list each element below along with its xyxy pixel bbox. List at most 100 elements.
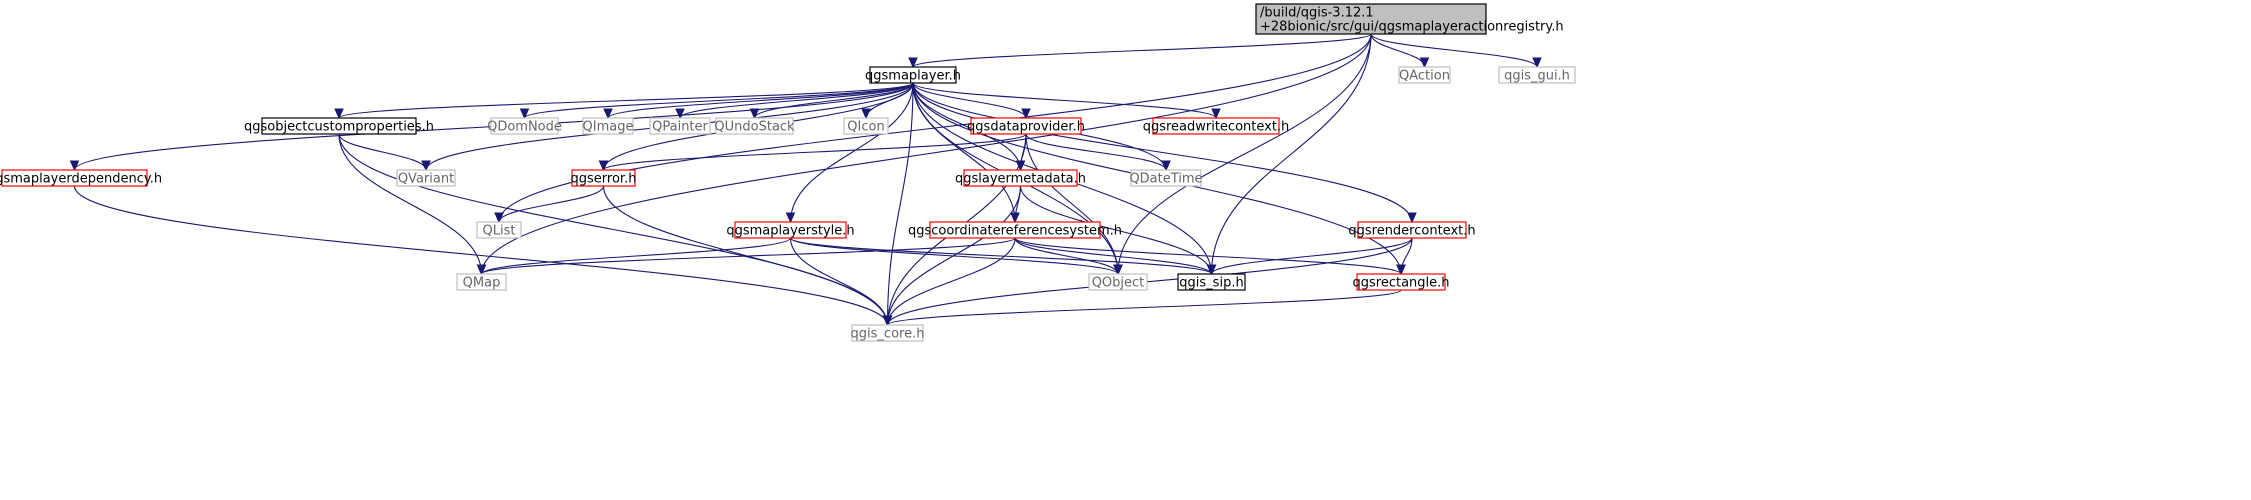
edge-qgsmaplayer-to-qgis_core xyxy=(886,82,914,326)
node-qgis_core[interactable]: qgis_core.h xyxy=(851,324,925,342)
arrowhead-qgsmaplayer-to-QImage xyxy=(603,108,613,120)
node-qgis_gui[interactable]: qgis_gui.h xyxy=(1498,66,1576,84)
node-QAction[interactable]: QAction xyxy=(1398,66,1451,84)
node-box-QList xyxy=(476,221,522,239)
edge-qgsmaplayer-to-QDomNode xyxy=(523,82,914,119)
node-box-QVariant xyxy=(396,169,456,187)
edge-qgsmaplayer-to-qgslayermetadata xyxy=(912,82,1022,171)
node-qgsrectangle[interactable]: qgsrectangle.h xyxy=(1352,273,1450,291)
edge-qgsmaplayer-to-QPainter xyxy=(679,82,914,119)
edge-qgsmaplayerstyle-to-QMap xyxy=(480,237,792,275)
arrowhead-qgsmaplayer-to-QDomNode xyxy=(519,108,530,120)
node-box-qgsmaplayer xyxy=(869,66,957,84)
arrowhead-qgsrectangle-to-qgis_core xyxy=(882,315,893,327)
arrowhead-qgsmaplayer-to-qgsreadwritecontext xyxy=(1211,108,1221,120)
node-qgslayermetadata[interactable]: qgslayermetadata.h xyxy=(955,169,1086,187)
arrowhead-root-to-QAction xyxy=(1419,57,1430,69)
arrowhead-qgslayermetadata-to-qgscoordinatereferencesystem xyxy=(1010,212,1020,224)
node-QUndoStack[interactable]: QUndoStack xyxy=(714,117,795,135)
node-box-qgscoordinatereferencesystem xyxy=(929,221,1101,239)
node-label-QDateTime: QDateTime xyxy=(1129,172,1202,187)
node-label-qgsmaplayerstyle: qgsmaplayerstyle.h xyxy=(726,224,854,239)
node-qgsrendercontext[interactable]: qgsrendercontext.h xyxy=(1348,221,1476,239)
node-label-qgis_gui: qgis_gui.h xyxy=(1504,69,1570,84)
node-label-qgsrendercontext: qgsrendercontext.h xyxy=(1348,224,1475,239)
edge-qgserror-to-QList xyxy=(498,185,605,223)
arrowhead-root-to-qgsmaplayer xyxy=(908,57,918,69)
node-qgsreadwritecontext[interactable]: qgsreadwritecontext.h xyxy=(1143,117,1290,135)
node-label-QDomNode: QDomNode xyxy=(487,120,562,135)
edge-qgsmaplayer-to-qgsrendercontext xyxy=(912,82,1413,223)
node-label-qgslayermetadata: qgslayermetadata.h xyxy=(955,172,1086,187)
node-label-qgscoordinatereferencesystem: qgscoordinatereferencesystem.h xyxy=(908,224,1122,239)
node-box-qgserror xyxy=(571,169,636,187)
node-qgserror[interactable]: qgserror.h xyxy=(571,169,637,187)
arrowhead-root-to-qgis_gui xyxy=(1532,57,1542,69)
node-qgsmaplayer[interactable]: qgsmaplayer.h xyxy=(865,66,961,84)
node-QPainter[interactable]: QPainter xyxy=(649,117,711,135)
node-label-root: /build/qgis-3.12.1 xyxy=(1260,6,1374,21)
node-box-QPainter xyxy=(649,117,711,135)
arrowhead-qgsmaplayer-to-qgsrendercontext xyxy=(1407,212,1417,224)
node-box-qgsobjectcustomproperties xyxy=(261,117,417,135)
node-box-qgsreadwritecontext xyxy=(1152,117,1280,135)
arrowhead-qgsrendercontext-to-qgis_sip xyxy=(1206,264,1217,276)
arrowhead-qgsmaplayer-to-qgsmaplayerstyle xyxy=(785,212,796,224)
node-root[interactable]: /build/qgis-3.12.1+28bionic/src/gui/qgsm… xyxy=(1255,3,1564,35)
arrowhead-qgsmaplayer-to-QUndoStack xyxy=(749,108,760,120)
node-box-qgsmaplayerstyle xyxy=(734,221,847,239)
node-label-qgserror: qgserror.h xyxy=(571,172,637,187)
edge-qgsdataprovider-to-qgserror xyxy=(602,133,1027,171)
node-qgsdataprovider[interactable]: qgsdataprovider.h xyxy=(967,117,1085,135)
edge-qgsmaplayer-to-QImage xyxy=(607,82,914,119)
node-label-qgsmaplayer: qgsmaplayer.h xyxy=(865,69,961,84)
node-QList[interactable]: QList xyxy=(476,221,522,239)
node-qgscoordinatereferencesystem[interactable]: qgscoordinatereferencesystem.h xyxy=(908,221,1122,239)
edge-qgscoordinatereferencesystem-to-qgis_sip xyxy=(1014,237,1213,275)
node-QObject[interactable]: QObject xyxy=(1088,273,1148,291)
edge-qgsdataprovider-to-QDateTime xyxy=(1025,133,1167,171)
node-box-qgsrendercontext xyxy=(1357,221,1467,239)
edge-qgsmaplayer-to-qgsobjectcustomproperties xyxy=(338,82,914,119)
node-box-QMap xyxy=(456,273,507,291)
node-qgsobjectcustomproperties[interactable]: qgsobjectcustomproperties.h xyxy=(244,117,434,135)
edge-root-to-QMap xyxy=(480,33,1372,275)
node-box-qgsdataprovider xyxy=(970,117,1082,135)
arrowhead-qgsmaplayer-to-qgsdataprovider xyxy=(1021,108,1031,120)
node-label-QVariant: QVariant xyxy=(398,172,454,187)
node-QMap[interactable]: QMap xyxy=(456,273,507,291)
node-QIcon[interactable]: QIcon xyxy=(843,117,889,135)
node-QVariant[interactable]: QVariant xyxy=(396,169,456,187)
node-label-qgsreadwritecontext: qgsreadwritecontext.h xyxy=(1143,120,1290,135)
node-box-QObject xyxy=(1088,273,1148,291)
node-box-qgis_gui xyxy=(1498,66,1576,84)
node-box-QIcon xyxy=(843,117,889,135)
node-label-qgsdataprovider: qgsdataprovider.h xyxy=(967,120,1085,135)
node-qgis_sip[interactable]: qgis_sip.h xyxy=(1177,273,1246,291)
edge-qgsmaplayerstyle-to-QObject xyxy=(789,237,1119,275)
arrowhead-qgsdataprovider-to-qgserror xyxy=(598,160,609,172)
node-QDomNode[interactable]: QDomNode xyxy=(487,117,562,135)
arrowhead-qgsmaplayer-to-qgsobjectcustomproperties xyxy=(334,108,344,120)
arrowhead-qgsrendercontext-to-qgsrectangle xyxy=(1396,264,1406,276)
edge-qgsmaplayerstyle-to-qgis_core xyxy=(789,237,889,326)
arrowhead-qgsmaplayer-to-QPainter xyxy=(675,108,685,120)
node-qgsmaplayerdependency[interactable]: qgsmaplayerdependency.h xyxy=(0,169,162,187)
edge-qgsdataprovider-to-QObject xyxy=(1025,133,1119,275)
node-qgsmaplayerstyle[interactable]: qgsmaplayerstyle.h xyxy=(726,221,855,239)
edge-qgsmaplayer-to-QUndoStack xyxy=(753,82,914,119)
node-label-qgsrectangle: qgsrectangle.h xyxy=(1352,276,1449,291)
node-QImage[interactable]: QImage xyxy=(582,117,634,135)
edge-qgsmaplayer-to-qgscoordinatereferencesystem xyxy=(912,82,1016,223)
edge-root-to-qgsmaplayer xyxy=(912,33,1372,68)
arrowhead-qgsmaplayer-to-QIcon xyxy=(861,108,871,120)
edge-qgscoordinatereferencesystem-to-qgis_core xyxy=(886,237,1016,326)
nodes-layer: /build/qgis-3.12.1+28bionic/src/gui/qgsm… xyxy=(0,3,1576,342)
node-QDateTime[interactable]: QDateTime xyxy=(1129,169,1203,187)
edge-qgsrendercontext-to-qgis_core xyxy=(886,237,1413,326)
edge-qgsmaplayerstyle-to-qgis_sip xyxy=(789,237,1213,275)
edge-root-to-qgis_gui xyxy=(1370,33,1538,68)
node-box-QDomNode xyxy=(490,117,559,135)
edge-qgsobjectcustomproperties-to-QMap xyxy=(338,133,483,275)
